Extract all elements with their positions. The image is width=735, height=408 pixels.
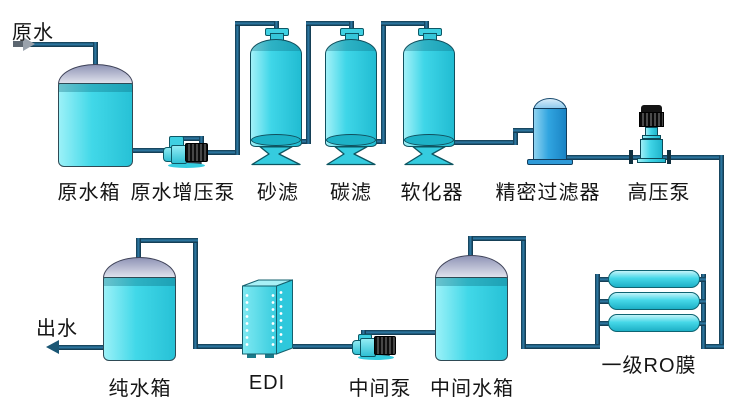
edi-rivets xyxy=(244,292,249,350)
raw-water-inlet-label: 原水 xyxy=(12,22,54,44)
raw-water-tank xyxy=(58,64,133,167)
pipe-drop-sand xyxy=(274,21,279,33)
softener xyxy=(403,28,455,168)
label-booster-pump: 原水增压泵 xyxy=(130,182,236,204)
ro-vessel xyxy=(608,270,700,288)
pipe-ro-up xyxy=(521,236,526,349)
pipe-outlet-h xyxy=(58,345,105,350)
pipe-midtank-drop xyxy=(468,236,473,262)
ro-vessel xyxy=(608,292,700,310)
pipe-ro-manifold-right xyxy=(701,274,706,349)
edi-rivets xyxy=(271,292,275,350)
pipe-step-h xyxy=(513,128,537,133)
pipe-midtank-out xyxy=(361,330,437,335)
pipe-raw-inlet-drop xyxy=(93,42,98,68)
pipe-top1 xyxy=(235,21,279,26)
label-precision-filter: 精密过滤器 xyxy=(495,182,601,204)
tank-body xyxy=(103,277,176,361)
pipe-riser1 xyxy=(235,21,240,155)
vessel-cone-base xyxy=(251,146,301,166)
pipe-purewater-up xyxy=(193,238,198,349)
tank-dome xyxy=(435,255,508,278)
pipe-purewater-top xyxy=(136,238,198,243)
raw-water-arrow-stem xyxy=(13,41,24,47)
sand-filter xyxy=(250,28,302,168)
tank-body xyxy=(58,83,133,167)
pipe-riser3 xyxy=(381,21,386,144)
label-ro-membrane: 一级RO膜 xyxy=(601,355,697,377)
outlet-label: 出水 xyxy=(36,318,78,340)
pipe-ro-stub xyxy=(696,321,706,326)
pipe-softener-out xyxy=(450,140,518,145)
edi-box xyxy=(242,279,293,358)
pipe-top3 xyxy=(381,21,429,26)
pipe-edi-out xyxy=(193,344,245,349)
carbon-filter xyxy=(325,28,377,168)
pipe-riser2 xyxy=(306,21,311,144)
pipe-right-down xyxy=(719,155,724,349)
label-sand-filter: 砂滤 xyxy=(257,182,299,204)
label-pure-water-tank: 纯水箱 xyxy=(108,378,172,400)
pipe-ro-manifold-left xyxy=(595,274,600,349)
pure-water-tank xyxy=(103,257,176,361)
label-intermediate-pump: 中间泵 xyxy=(348,378,412,400)
tank-dome xyxy=(58,64,133,84)
pipe-ro-feed xyxy=(702,344,724,349)
tank-body xyxy=(435,277,508,361)
pipe-bpump-h1 xyxy=(173,136,204,141)
pipe-ro-out xyxy=(521,344,600,349)
edi-rivets xyxy=(278,289,283,347)
pipe-midpump-out xyxy=(293,344,359,349)
pipe-ro-stub xyxy=(600,299,610,304)
label-high-pressure-pump: 高压泵 xyxy=(627,182,691,204)
tank-dome xyxy=(103,257,176,278)
pipe-sand-out xyxy=(296,139,311,144)
pipe-midtank-top xyxy=(468,236,526,241)
outlet-arrow-icon xyxy=(46,340,59,354)
label-intermediate-tank: 中间水箱 xyxy=(430,378,514,400)
pipe-tank1-out xyxy=(131,148,168,153)
ro-vessel xyxy=(608,314,700,332)
pipe-carbon-out xyxy=(371,139,386,144)
pipe-drop-carbon xyxy=(349,21,354,33)
pipe-ro-stub xyxy=(600,321,610,326)
pipe-ro-stub xyxy=(696,277,706,282)
pipe-purewater-drop xyxy=(136,238,141,264)
label-raw-water-tank: 原水箱 xyxy=(57,182,121,204)
pipe-step-v xyxy=(513,128,518,145)
label-edi: EDI xyxy=(248,372,286,394)
intermediate-tank xyxy=(435,255,508,361)
pipe-top2 xyxy=(306,21,354,26)
raw-water-arrow-icon xyxy=(23,37,35,51)
pipe-raw-inlet-h xyxy=(28,42,97,47)
label-softener: 软化器 xyxy=(400,182,464,204)
label-carbon-filter: 碳滤 xyxy=(330,182,372,204)
pipe-ro-stub xyxy=(600,277,610,282)
pipe-bpump-h2 xyxy=(199,150,240,155)
pipe-ro-stub xyxy=(696,299,706,304)
pipe-drop-softener xyxy=(424,21,429,33)
